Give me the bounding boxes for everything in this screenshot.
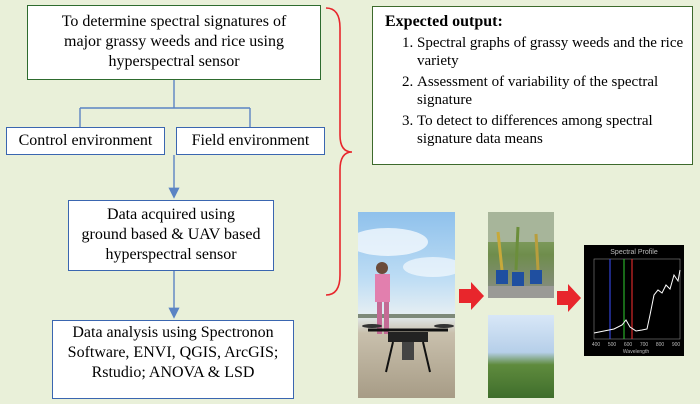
drone-field-photo [358, 212, 455, 398]
control-environment-label: Control environment [18, 132, 153, 149]
field-environment-box: Field environment [176, 127, 325, 155]
tick-500: 500 [608, 342, 617, 348]
expected-item-1: Spectral graphs of grassy weeds and the … [417, 34, 686, 70]
analysis-line-1: Data analysis using Spectronon [72, 324, 274, 341]
control-environment-box: Control environment [6, 127, 165, 155]
analysis-line-2: Software, ENVI, QGIS, ArcGIS; [67, 344, 279, 361]
tick-700: 700 [640, 342, 649, 348]
analysis-line-3: Rstudio; ANOVA & LSD [91, 364, 255, 381]
acquisition-line-1: Data acquired using [107, 206, 235, 223]
rice-field-photo [488, 315, 554, 398]
objective-line-3: hyperspectral sensor [108, 53, 240, 70]
acquisition-line-3: hyperspectral sensor [105, 246, 237, 263]
acquisition-line-2: ground based & UAV based [81, 226, 261, 243]
spectral-profile-plot: Spectral Profile 400 500 600 700 800 900… [584, 245, 684, 356]
expected-output-box: Expected output: Spectral graphs of gras… [372, 6, 693, 165]
field-environment-label: Field environment [191, 132, 310, 149]
data-acquisition-box: Data acquired using ground based & UAV b… [68, 200, 274, 271]
red-arrow-2 [557, 284, 581, 312]
expected-output-list: Spectral graphs of grassy weeds and the … [385, 34, 686, 148]
expected-item-2: Assessment of variability of the spectra… [417, 73, 686, 109]
spectral-plot-title: Spectral Profile [610, 249, 658, 256]
objective-line-2: major grassy weeds and rice using [64, 33, 284, 50]
tick-600: 600 [624, 342, 633, 348]
expected-item-3: To detect to differences among spectral … [417, 112, 686, 148]
potted-plants-photo [488, 212, 554, 298]
objective-line-1: To determine spectral signatures of [61, 13, 287, 30]
tick-800: 800 [656, 342, 665, 348]
tick-400: 400 [592, 342, 601, 348]
data-analysis-box: Data analysis using Spectronon Software,… [52, 320, 294, 399]
objective-box: To determine spectral signatures of majo… [27, 5, 321, 80]
tick-900: 900 [672, 342, 681, 348]
spectral-plot-xlabel: Wavelength [623, 349, 649, 355]
red-arrow-1 [459, 282, 484, 310]
expected-output-title: Expected output: [385, 13, 503, 30]
